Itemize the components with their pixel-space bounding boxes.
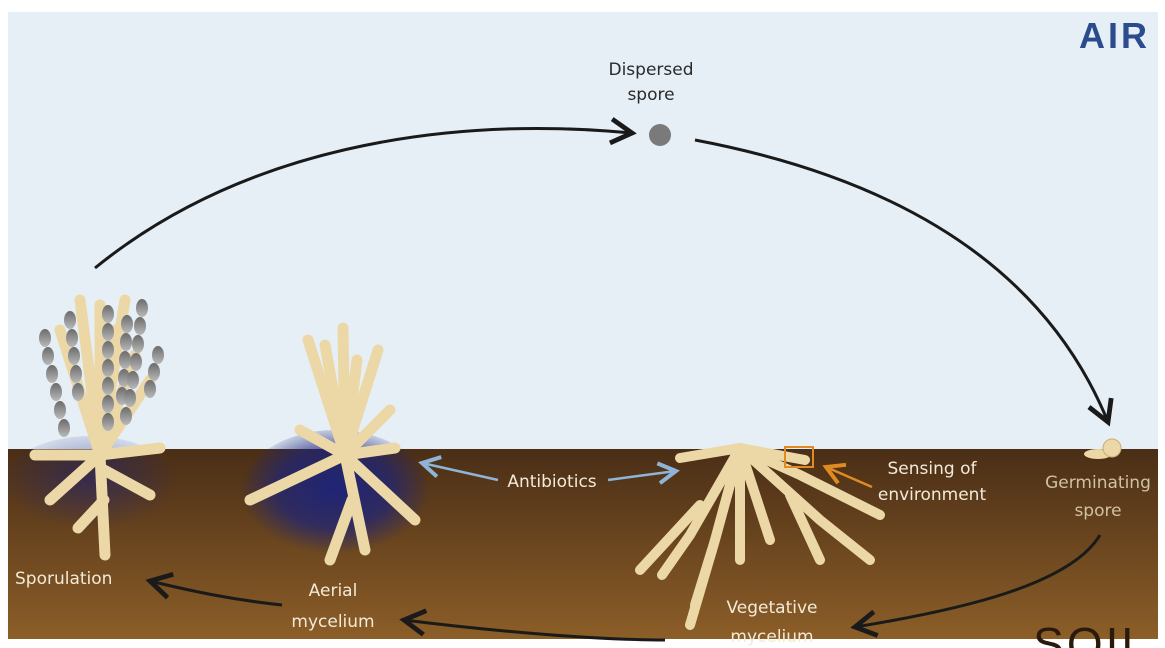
- sensing-label-line1: Sensing of: [888, 459, 978, 479]
- germinating-spore-label-line2: spore: [1074, 501, 1121, 521]
- germinating-spore-label-line1: Germinating: [1045, 473, 1151, 493]
- sporulation-label: Sporulation: [15, 569, 112, 589]
- vegetative-mycelium-label-line1: Vegetative: [726, 598, 817, 618]
- sensing-label-line2: environment: [878, 485, 987, 505]
- frame-top: [0, 0, 1165, 12]
- aerial-mycelium-label-line1: Aerial: [309, 581, 358, 601]
- vegetative-mycelium-label-line2: mycelium: [730, 627, 813, 647]
- dispersed-spore-icon: [649, 124, 671, 146]
- antibiotics-label: Antibiotics: [507, 472, 596, 492]
- dispersed-spore-label-line2: spore: [627, 85, 674, 105]
- frame-left: [0, 0, 8, 648]
- soil-label: SOIL: [1033, 618, 1150, 648]
- dispersed-spore-label-line1: Dispersed: [608, 60, 693, 80]
- air-region: [8, 12, 1158, 452]
- frame-right: [1158, 0, 1165, 648]
- air-label: AIR: [1079, 15, 1150, 56]
- aerial-mycelium-label-line2: mycelium: [291, 612, 374, 632]
